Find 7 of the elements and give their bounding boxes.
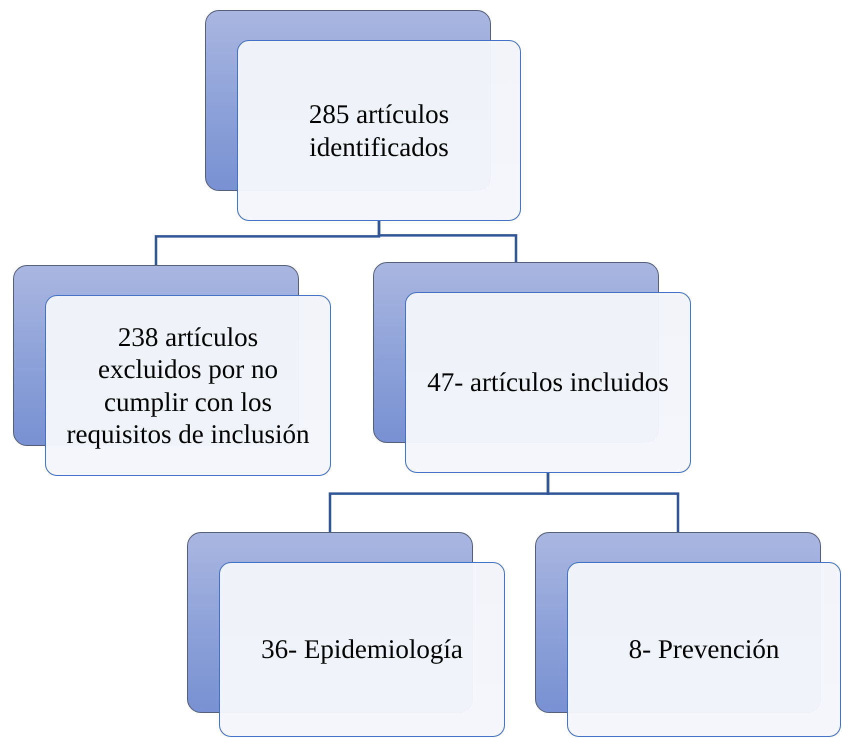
connector-line: [546, 473, 680, 532]
card-text: 47- artículos incluidos: [427, 366, 669, 399]
card-text: 36- Epidemiología: [261, 633, 463, 666]
card-text: 238 artículos excluidos por no cumplir con los requisitos de inclusión: [66, 320, 310, 450]
card-text: 285 artículos identificados: [308, 98, 450, 163]
connector-line: [378, 221, 518, 262]
card-text: 8- Prevención: [628, 633, 780, 666]
